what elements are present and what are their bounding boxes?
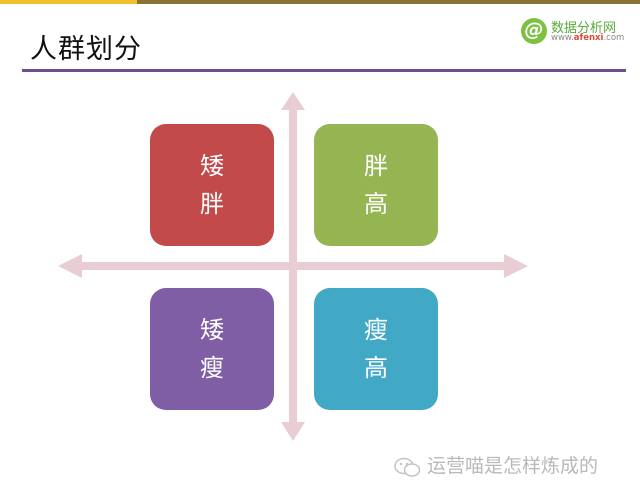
quadrant-label: 瘦 bbox=[200, 354, 224, 382]
quadrant-label: 矮 bbox=[200, 152, 224, 180]
vertical-axis bbox=[289, 108, 297, 426]
arrow-up-icon bbox=[281, 92, 305, 110]
quadrant-short-thin: 矮 瘦 bbox=[150, 288, 274, 410]
quadrant-label: 高 bbox=[364, 190, 388, 218]
arrow-left-icon bbox=[58, 254, 82, 278]
title-divider bbox=[22, 69, 626, 72]
arrow-down-icon bbox=[281, 422, 305, 441]
footer-watermark: 运营喵是怎样炼成的 bbox=[393, 451, 598, 478]
quadrant-thin-tall: 瘦 高 bbox=[314, 288, 438, 410]
at-logo-icon: @ bbox=[521, 18, 547, 44]
quadrant-label: 胖 bbox=[200, 190, 224, 218]
quadrant-label: 矮 bbox=[200, 316, 224, 344]
quadrant-label: 瘦 bbox=[364, 316, 388, 344]
site-logo: @ 数据分析网 www.afenxi.com bbox=[521, 17, 636, 47]
quadrant-label: 高 bbox=[364, 354, 388, 382]
arrow-right-icon bbox=[504, 254, 528, 278]
logo-name: 数据分析网 bbox=[551, 21, 617, 36]
top-accent-bar-right bbox=[137, 0, 640, 4]
footer-text: 运营喵是怎样炼成的 bbox=[427, 455, 599, 477]
top-accent-bar-left bbox=[0, 0, 137, 4]
quadrant-fat-tall: 胖 高 bbox=[314, 124, 438, 246]
quadrant-short-fat: 矮 胖 bbox=[150, 124, 274, 246]
page-title: 人群划分 bbox=[30, 34, 142, 65]
quadrant-label: 胖 bbox=[364, 152, 388, 180]
logo-url: www.afenxi.com bbox=[551, 33, 625, 43]
wechat-icon bbox=[394, 457, 421, 477]
